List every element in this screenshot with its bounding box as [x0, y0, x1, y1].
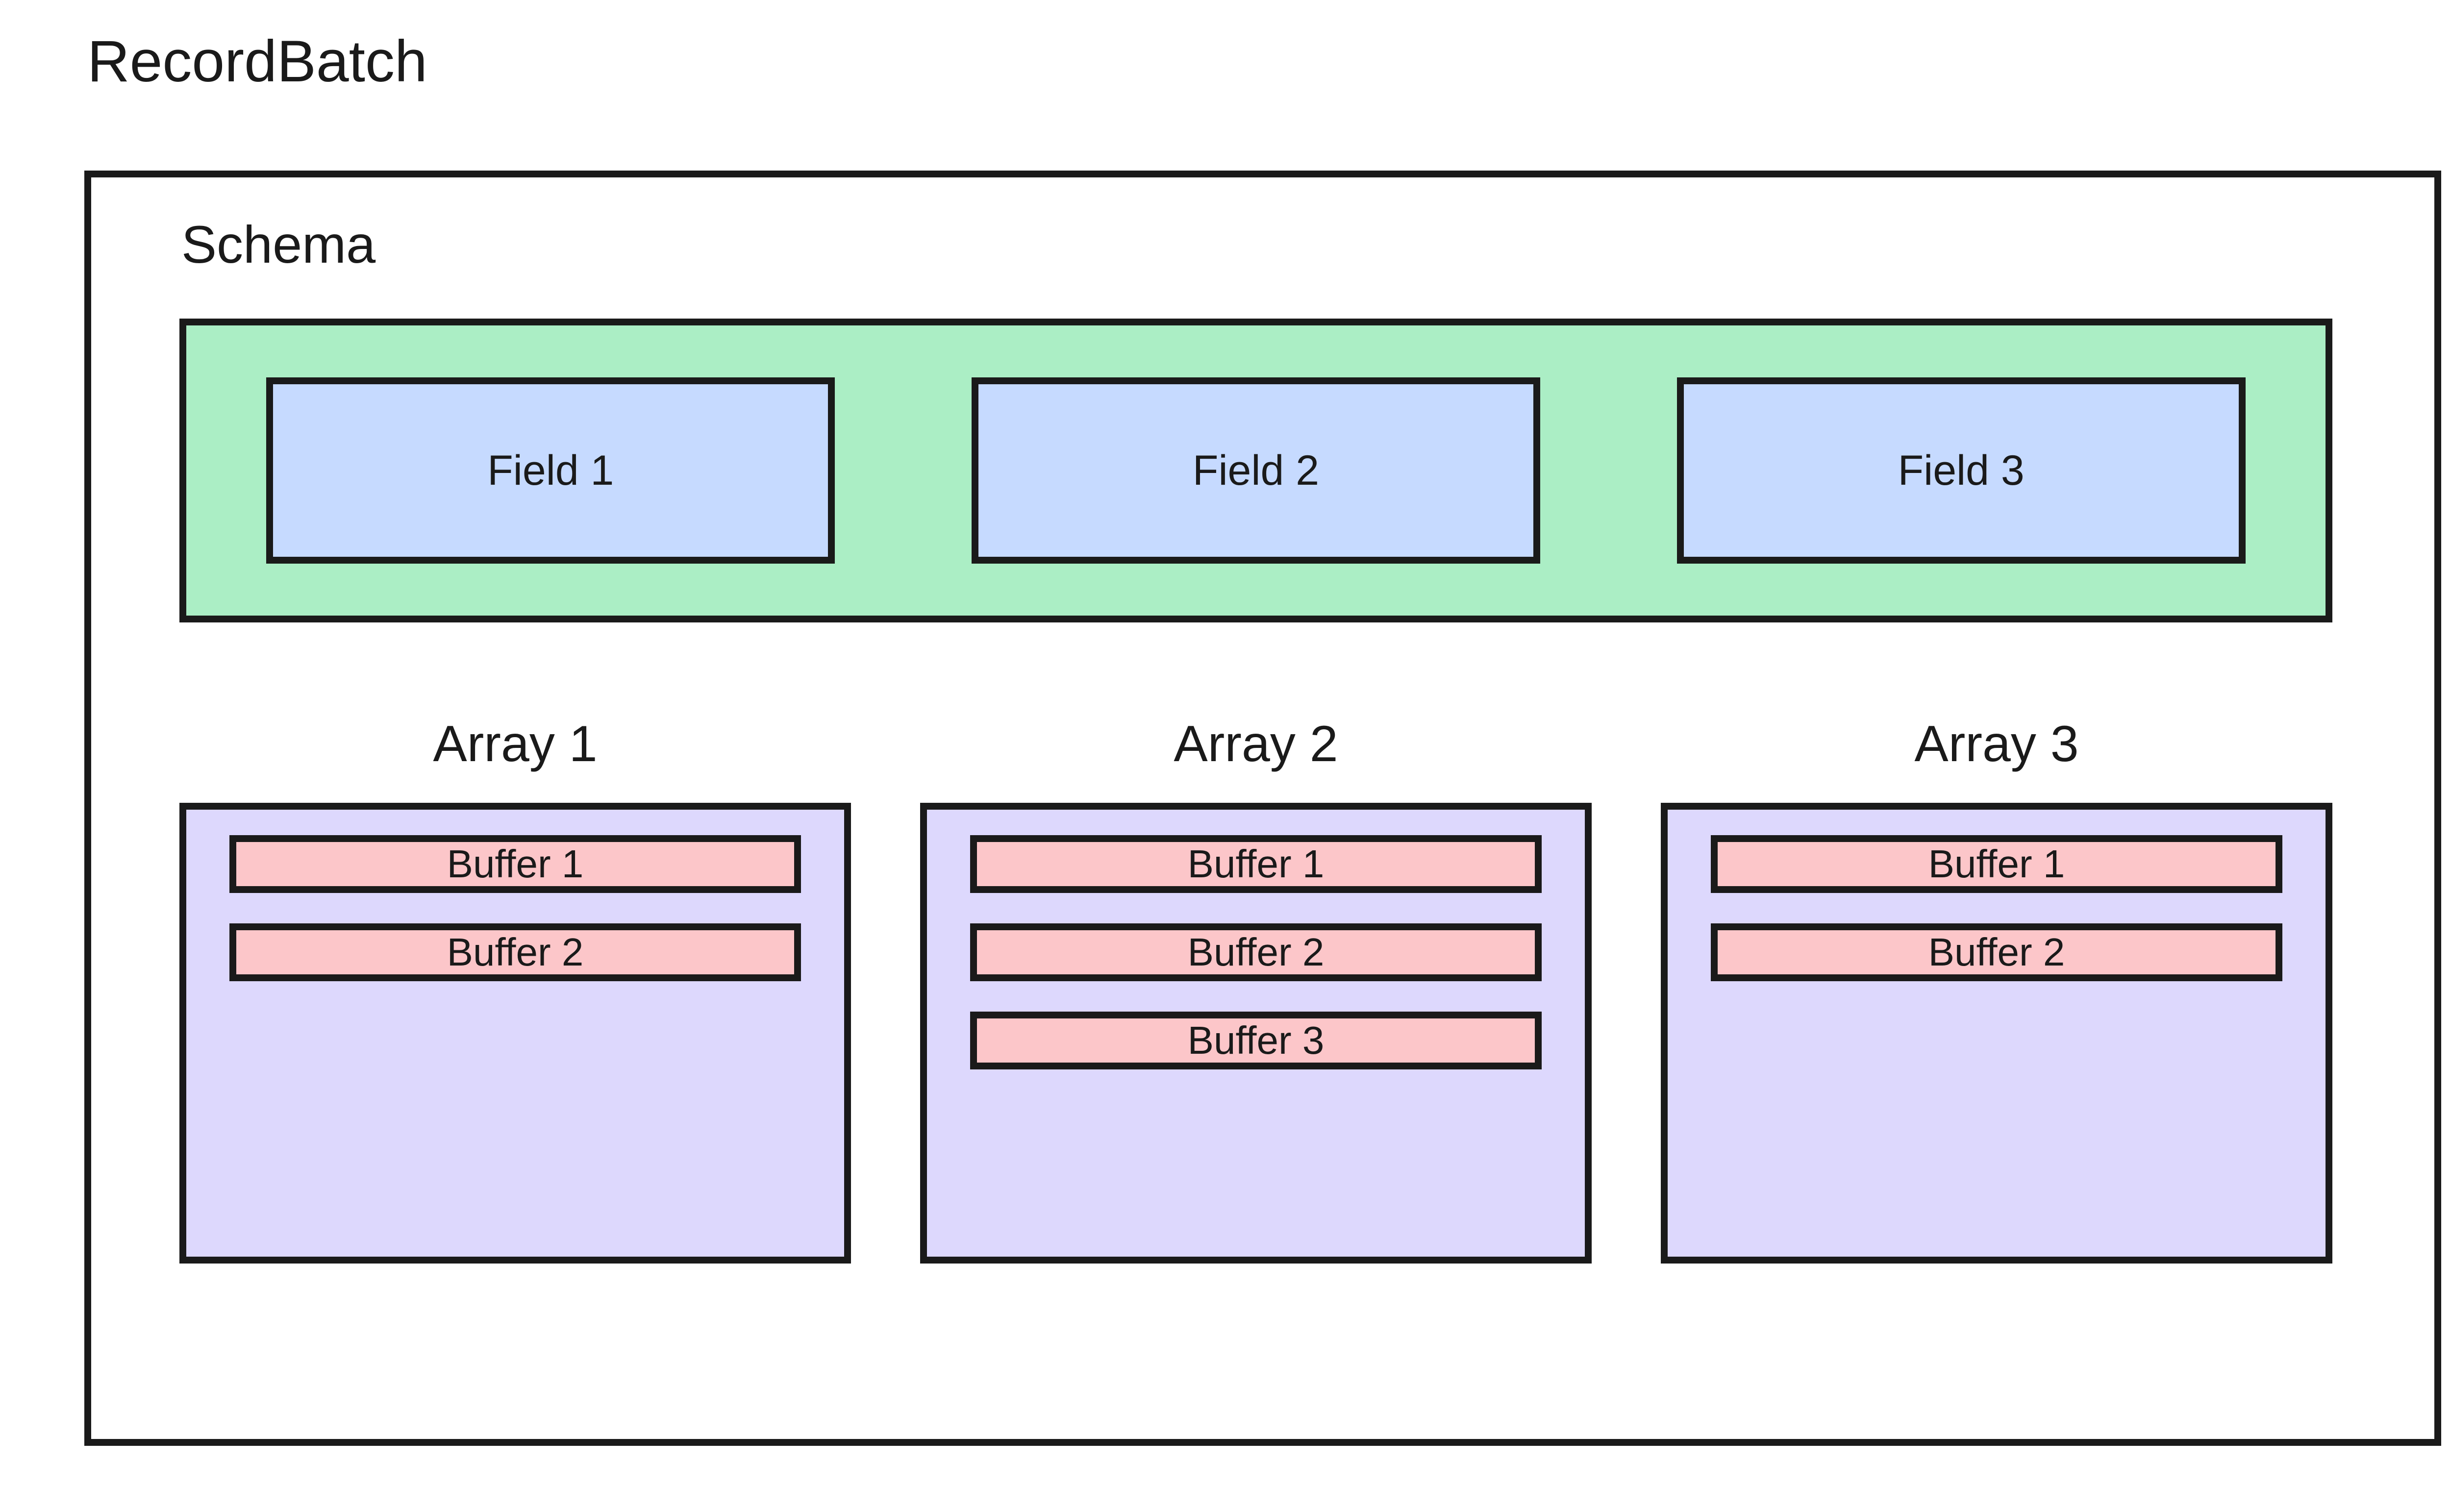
field-box-1[interactable]: Field 1 — [266, 377, 835, 564]
field-label-3: Field 3 — [1898, 447, 2025, 494]
array-column-3: Array 3 Buffer 1 Buffer 2 — [1661, 716, 2332, 1358]
buffer-box-1-1[interactable]: Buffer 1 — [229, 835, 801, 893]
page-title: RecordBatch — [87, 28, 427, 94]
buffer-label-1-2: Buffer 2 — [447, 930, 584, 974]
schema-box: Field 1 Field 2 Field 3 — [179, 319, 2332, 622]
buffer-box-2-1[interactable]: Buffer 1 — [970, 835, 1542, 893]
buffer-label-2-1: Buffer 1 — [1187, 842, 1325, 886]
array-box-2[interactable]: Buffer 1 Buffer 2 Buffer 3 — [920, 803, 1592, 1264]
array-box-1[interactable]: Buffer 1 Buffer 2 — [179, 803, 851, 1264]
field-box-2[interactable]: Field 2 — [971, 377, 1540, 564]
buffer-box-2-3[interactable]: Buffer 3 — [970, 1012, 1542, 1069]
schema-label: Schema — [181, 215, 376, 274]
fields-row: Field 1 Field 2 Field 3 — [186, 325, 2326, 616]
array-box-3[interactable]: Buffer 1 Buffer 2 — [1661, 803, 2332, 1264]
buffer-label-3-1: Buffer 1 — [1928, 842, 2065, 886]
buffer-label-2-2: Buffer 2 — [1187, 930, 1325, 974]
array-label-1: Array 1 — [433, 716, 598, 772]
buffer-label-1-1: Buffer 1 — [447, 842, 584, 886]
field-box-3[interactable]: Field 3 — [1676, 377, 2246, 564]
array-column-2: Array 2 Buffer 1 Buffer 2 Buffer 3 — [920, 716, 1592, 1358]
array-label-3: Array 3 — [1914, 716, 2079, 772]
array-column-1: Array 1 Buffer 1 Buffer 2 — [179, 716, 851, 1358]
buffer-label-3-2: Buffer 2 — [1928, 930, 2065, 974]
buffer-box-3-1[interactable]: Buffer 1 — [1711, 835, 2282, 893]
buffer-label-2-3: Buffer 3 — [1187, 1018, 1325, 1062]
field-label-1: Field 1 — [487, 447, 614, 494]
array-label-2: Array 2 — [1174, 716, 1338, 772]
buffer-box-1-2[interactable]: Buffer 2 — [229, 923, 801, 981]
arrays-row: Array 1 Buffer 1 Buffer 2 Array 2 Buffer… — [179, 716, 2332, 1358]
buffer-box-3-2[interactable]: Buffer 2 — [1711, 923, 2282, 981]
field-label-2: Field 2 — [1192, 447, 1320, 494]
buffer-box-2-2[interactable]: Buffer 2 — [970, 923, 1542, 981]
